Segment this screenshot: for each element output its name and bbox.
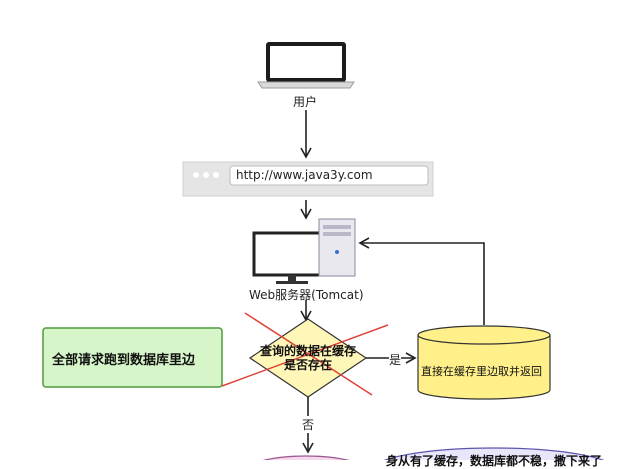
- laptop-icon: [257, 42, 355, 89]
- bottom-pink-shape: [242, 455, 370, 469]
- decision-line-2: 是否存在: [283, 358, 332, 372]
- browser-icon: [182, 161, 434, 197]
- bottom-note-text: 身从有了缓存，数据库都不稳，撒下来了: [386, 454, 603, 468]
- url-text: http://www.java3y.com: [236, 168, 373, 182]
- arrow-cache-to-server: [358, 237, 485, 325]
- server-icon: [252, 218, 356, 284]
- all-requests-text: 全部请求跑到数据库里边: [52, 353, 196, 368]
- decision-line-1: 查询的数据在缓存: [259, 344, 356, 358]
- server-label: Web服务器(Tomcat): [249, 288, 364, 302]
- all-requests-box: [42, 327, 223, 388]
- database-icon: [417, 325, 551, 400]
- yes-label: 是: [389, 351, 402, 368]
- user-label: 用户: [293, 95, 318, 109]
- cross-out-mark: [221, 312, 389, 396]
- decision-text: 查询的数据在缓存 是否存在: [255, 344, 361, 372]
- cache-return-text: 直接在缓存里边取并返回: [421, 365, 542, 378]
- no-label: 否: [302, 416, 315, 433]
